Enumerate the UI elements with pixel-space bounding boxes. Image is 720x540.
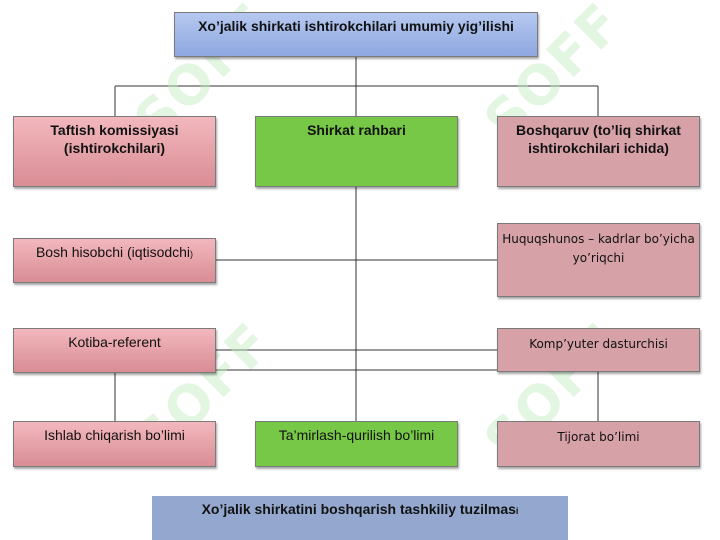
chief-accountant-label: Bosh hisobchi (iqtisodchi [35,244,191,260]
chief-accountant-box: Bosh hisobchi (iqtisodchi) [13,238,216,283]
repair-construction-dept-box: Ta’mirlash-qurilish bo’limi [255,421,458,467]
production-dept-box: Ishlab chiqarish bo’limi [13,421,216,467]
lawyer-box: Huquqshunos – kadrlar bo’yicha yo’riqchi [497,223,700,297]
trade-dept-box: Tijorat bo’limi [497,421,700,467]
programmer-label: Komp’yuter dasturchisi [529,337,668,351]
general-assembly-box: Xo’jalik shirkati ishtirokchilari umumiy… [174,12,538,57]
trade-dept-label: Tijorat bo’limi [557,430,640,444]
general-assembly-label: Xo’jalik shirkati ishtirokchilari umumiy… [198,18,514,34]
cooperative-head-box: Shirkat rahbari [255,116,458,187]
production-dept-label: Ishlab chiqarish bo’limi [44,427,185,443]
board-label: Boshqaruv (to’liq shirkat ishtirokchilar… [516,122,681,156]
audit-commission-box: Taftish komissiyasi (ishtirokchilari) [13,116,216,187]
diagram-caption-tail: i [515,506,519,516]
diagram-caption: Xo’jalik shirkatini boshqarish tashkiliy… [152,496,568,540]
lawyer-label: Huquqshunos – kadrlar bo’yicha yo’riqchi [502,232,695,265]
diagram-caption-label: Xo’jalik shirkatini boshqarish tashkiliy… [201,501,516,517]
repair-construction-dept-label: Ta’mirlash-qurilish bo’limi [278,427,435,443]
audit-commission-label: Taftish komissiyasi (ishtirokchilari) [50,122,179,156]
cooperative-head-label: Shirkat rahbari [307,122,406,138]
programmer-box: Komp’yuter dasturchisi [497,328,700,372]
chief-accountant-label-tail: ) [190,249,194,259]
secretary-label: Kotiba-referent [68,334,161,350]
secretary-box: Kotiba-referent [13,328,216,373]
board-box: Boshqaruv (to’liq shirkat ishtirokchilar… [497,116,700,187]
